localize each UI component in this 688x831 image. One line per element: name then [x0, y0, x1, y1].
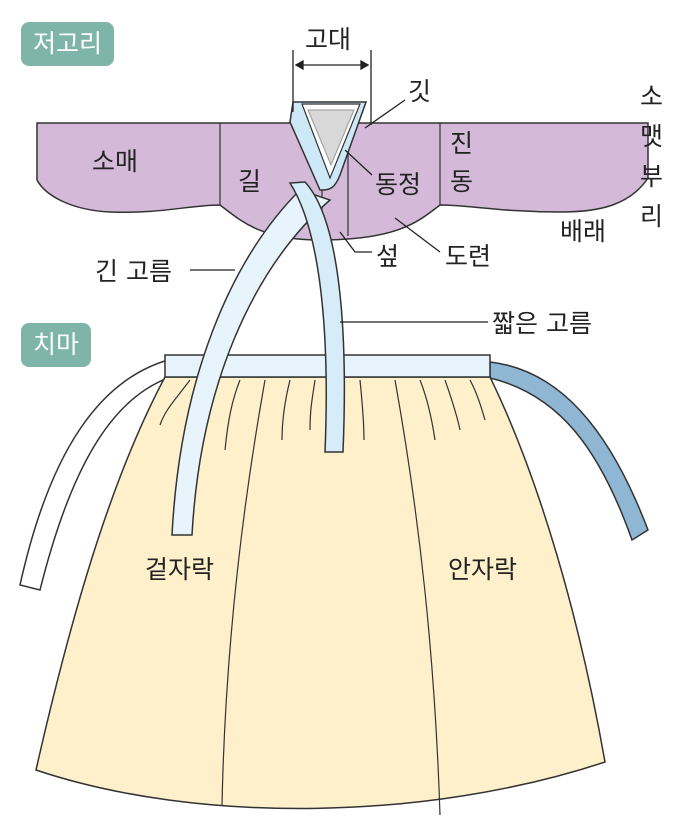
- label-git: 깃: [408, 77, 431, 106]
- label-somae: 소매: [92, 147, 138, 176]
- skirt-pleats: [159, 379, 486, 816]
- label-baerae: 배래: [560, 217, 606, 246]
- label-doryeon: 도련: [445, 242, 491, 271]
- section-tab-chima: 치마: [21, 323, 92, 367]
- label-somaetburi-3: 부: [640, 162, 663, 191]
- skirt-strap-right: [489, 361, 649, 542]
- section-tab-jeogori: 저고리: [21, 22, 115, 66]
- label-geotjarak: 겉자락: [145, 555, 214, 584]
- label-dongjeong: 동정: [375, 170, 421, 199]
- label-gil: 길: [238, 167, 261, 196]
- short-goreum: [288, 181, 346, 453]
- label-anjarak: 안자락: [448, 555, 517, 584]
- label-somaetburi-1: 소: [640, 82, 663, 111]
- long-goreum: [171, 189, 332, 536]
- collar-neck: [307, 109, 355, 167]
- label-gin-goreum: 긴 고름: [95, 257, 172, 286]
- label-somaetburi-4: 리: [640, 202, 663, 231]
- label-jindong-1: 진: [450, 129, 473, 158]
- skirt: [35, 376, 606, 810]
- label-seop: 섶: [376, 242, 399, 271]
- label-somaetburi-2: 맷: [640, 122, 663, 151]
- label-jjalbeun-goreum: 짧은 고름: [492, 309, 592, 338]
- skirt-strap-left: [19, 358, 169, 591]
- label-jindong-2: 동: [450, 167, 473, 196]
- leader-lines: [190, 50, 488, 323]
- label-godae: 고대: [305, 25, 351, 54]
